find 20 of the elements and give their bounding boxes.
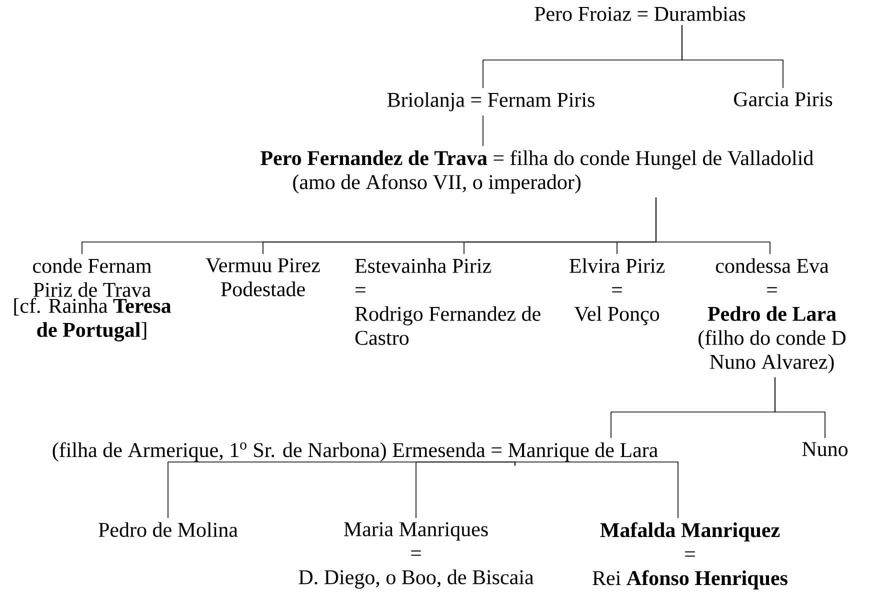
tree-connector	[656, 197, 770, 254]
person-entry: Pero Froiaz = Durambias	[534, 6, 746, 21]
tree-connector	[514, 462, 678, 518]
tree-connector	[482, 115, 484, 146]
person-entry: condessa Eva = Pedro de Lara (filho do conde D Nuno Alvarez)	[698, 258, 846, 374]
person-entry: Elvira Piriz = Vel Ponço	[570, 258, 665, 326]
tree-connector	[774, 377, 826, 438]
person-entry: Pedro de Molina	[98, 522, 238, 537]
person-entry: Nuno	[802, 442, 848, 456]
person-entry: Pero Fernandez de Trava = filha do conde Hungel de Valladolid (amo de Afonso VII, o imperador)	[260, 150, 814, 194]
person-entry: Estevainha Piriz = Rodrigo Fernandez de Castro	[355, 258, 540, 345]
person-entry: Garcia Piris	[734, 92, 832, 106]
tree-connector	[682, 24, 784, 88]
person-entry: conde Fernam Piriz de Trava [cf. Rainha Teresa de Portugal]	[14, 258, 172, 342]
tree-connector	[416, 462, 516, 518]
person-entry: Briolanja = Fernam Piris	[387, 92, 594, 112]
person-entry: Mafalda Manriquez = Rei Afonso Henriques	[592, 522, 788, 590]
person-entry: (filha de Armerique, 1$^{o}$ Sr. de Narbona) Ermesenda = Manrique de Lara	[52, 442, 658, 462]
person-entry: Maria Manriques = D. Diego, o Boo, de Biscaia	[298, 522, 534, 589]
person-entry: Vermuu Pirez Podestade	[206, 258, 320, 296]
